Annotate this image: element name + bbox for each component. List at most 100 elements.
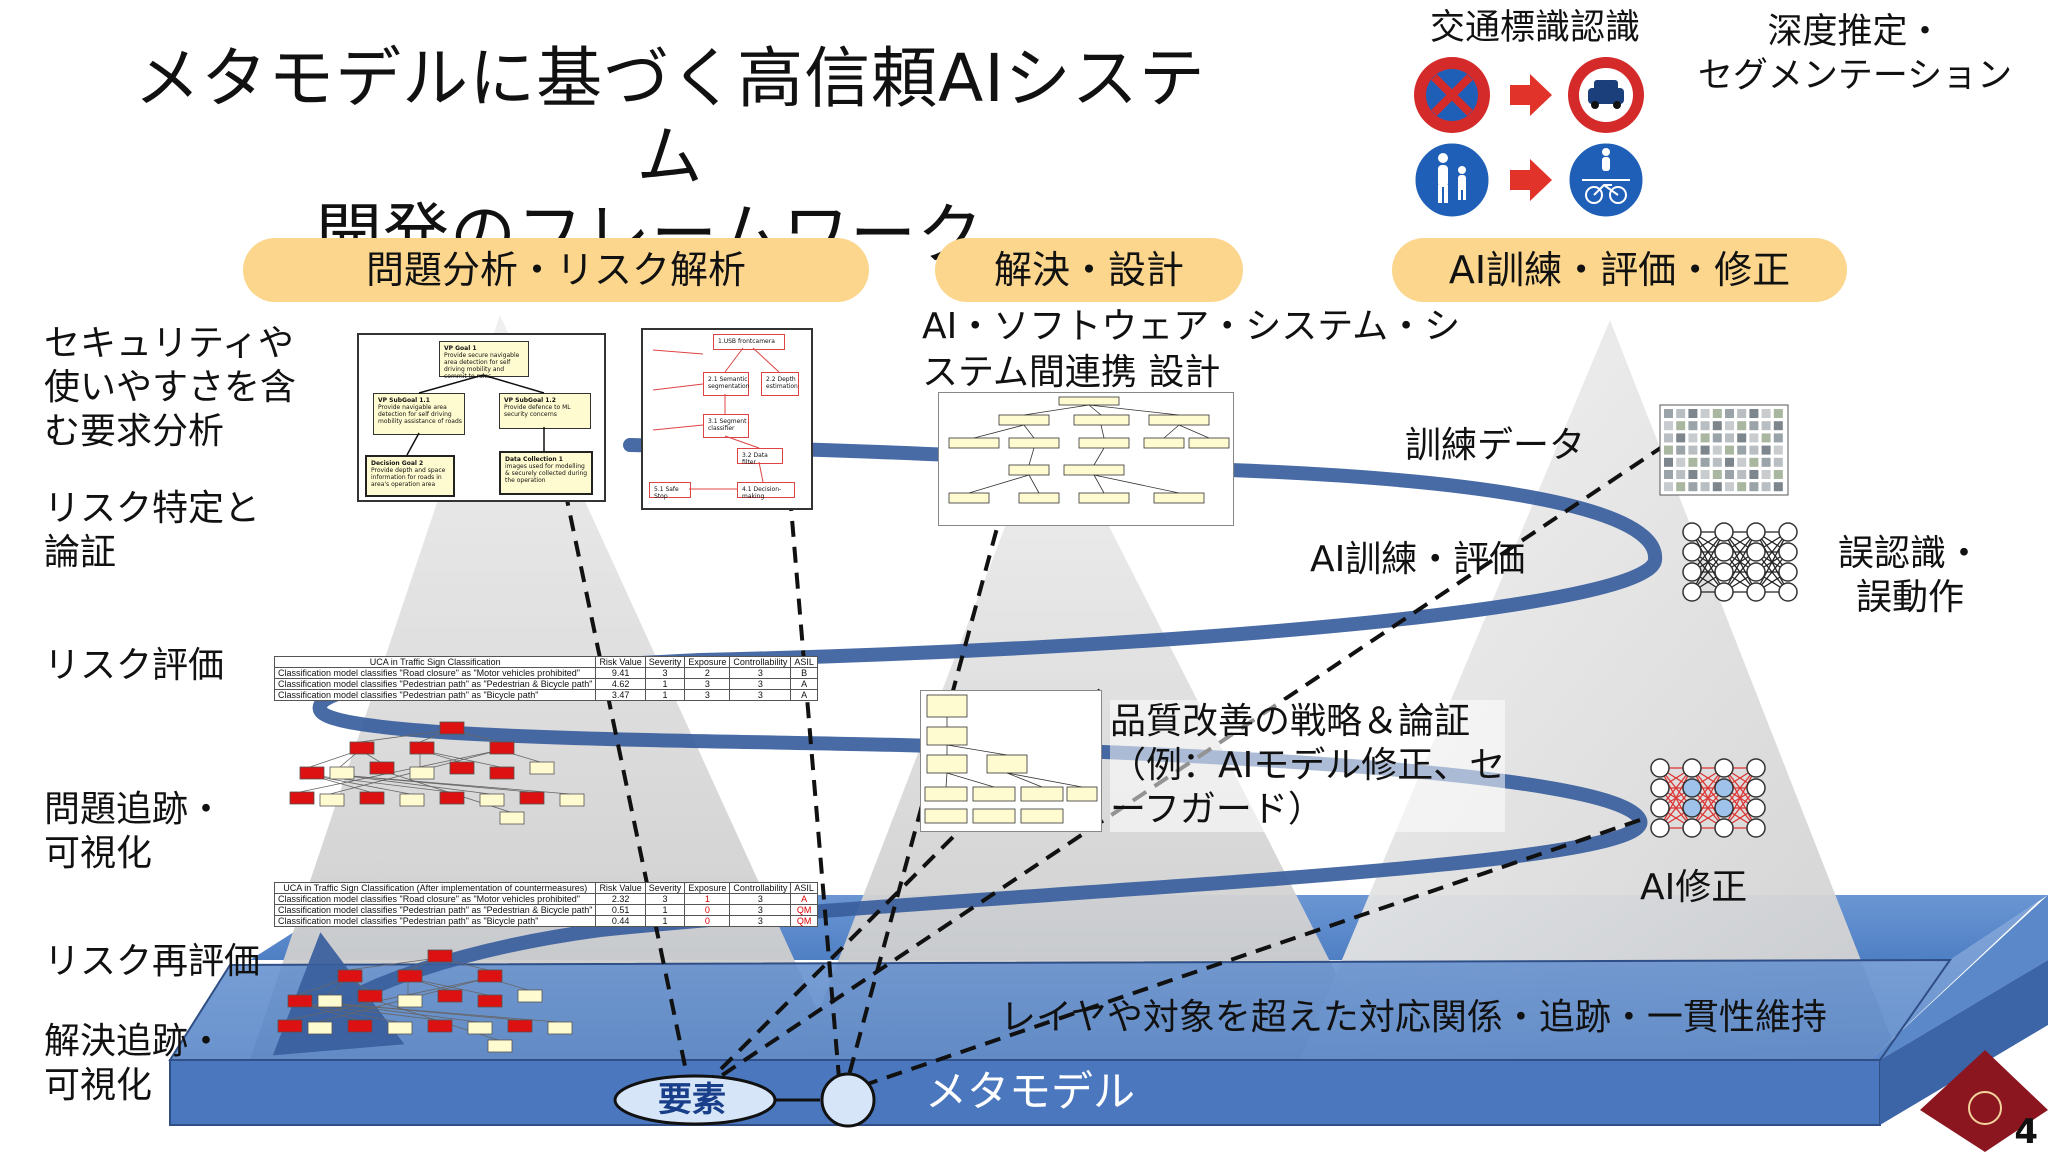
fault-tree-diagram: [277, 949, 573, 1053]
table-row: Classification model classifies "Pedestr…: [273, 915, 818, 927]
fault-tree-node: [387, 1021, 413, 1035]
training-image-thumb: [1725, 482, 1734, 492]
table-cell: Classification model classifies "Pedestr…: [273, 904, 597, 916]
table-cell: 2: [684, 667, 731, 679]
depth-segmentation-label: 深度推定・ セグメンテーション: [1697, 12, 2013, 96]
step-risk-evaluation: リスク評価: [44, 645, 225, 686]
training-image-thumb: [1749, 421, 1759, 431]
table-cell: 3.47: [595, 689, 646, 701]
table-cell: Classification model classifies "Road cl…: [273, 893, 597, 905]
training-image-thumb: [1700, 457, 1710, 467]
training-image-thumb: [1773, 433, 1783, 443]
table-row: Classification model classifies "Pedestr…: [273, 904, 818, 916]
training-image-thumb: [1700, 421, 1710, 431]
training-image-thumb: [1725, 457, 1734, 467]
training-image-thumb: [1749, 445, 1759, 455]
fault-tree-node: [329, 766, 355, 780]
table-header-cell: Controllability: [729, 656, 792, 668]
table-cell: 3: [644, 667, 686, 679]
training-image-thumb: [1688, 445, 1698, 455]
table-cell: 1: [644, 904, 686, 916]
table-cell: 0: [684, 904, 731, 916]
red-arrow-icon: [1510, 74, 1552, 116]
neural-network-icon: [1650, 758, 1766, 838]
training-image-thumb: [1773, 482, 1783, 492]
training-image-thumb: [1749, 470, 1759, 479]
fault-tree-node: [517, 989, 543, 1003]
table-cell: A: [790, 893, 818, 905]
table-header-cell: Exposure: [684, 882, 731, 894]
table-cell: 1: [644, 689, 686, 701]
training-image-thumb: [1712, 482, 1722, 492]
risk-reevaluation-table: UCA in Traffic Sign Classification (Afte…: [273, 882, 818, 927]
training-image-thumb: [1773, 445, 1783, 455]
misrecognition-label: 誤認識・ 誤動作: [1838, 533, 1983, 618]
table-header-cell: UCA in Traffic Sign Classification (Afte…: [273, 882, 597, 894]
table-cell: 3: [684, 689, 731, 701]
nn-node: [1746, 582, 1766, 602]
fault-tree-node: [349, 741, 375, 755]
training-image-thumb: [1737, 457, 1747, 467]
training-image-thumb: [1761, 409, 1771, 418]
training-image-thumb: [1664, 482, 1673, 492]
training-image-thumb: [1700, 433, 1710, 443]
step-requirements: セキュリティや 使いやすさを含 む要求分析: [44, 323, 297, 452]
training-image-thumb: [1664, 421, 1673, 431]
table-cell: 3: [729, 678, 792, 690]
training-image-thumb: [1664, 457, 1673, 467]
table-cell: 3: [729, 893, 792, 905]
training-image-thumb: [1749, 457, 1759, 467]
nn-node: [1682, 562, 1702, 582]
nn-node: [1714, 582, 1734, 602]
training-image-thumb: [1700, 470, 1710, 479]
table-row: Classification model classifies "Road cl…: [273, 667, 818, 679]
training-image-thumb: [1712, 433, 1722, 443]
fault-tree-node: [319, 793, 345, 807]
nn-node: [1682, 818, 1702, 838]
training-image-thumb: [1737, 470, 1747, 479]
table-header-cell: UCA in Traffic Sign Classification: [273, 656, 597, 668]
fault-tree-node: [477, 969, 503, 983]
arch-data-filter: 3.2 Data filter: [737, 448, 783, 466]
training-image-thumb: [1737, 421, 1747, 431]
table-header-cell: Severity: [644, 656, 686, 668]
training-image-thumb: [1688, 482, 1698, 492]
fault-tree-diagram: [289, 721, 585, 825]
nn-node: [1714, 818, 1734, 838]
table-cell: QM: [790, 915, 818, 927]
training-image-thumb: [1737, 409, 1747, 418]
nn-node: [1714, 542, 1734, 562]
nn-node: [1746, 818, 1766, 838]
training-image-thumb: [1749, 409, 1759, 418]
training-image-thumb: [1676, 482, 1686, 492]
fault-tree-node: [427, 1019, 453, 1033]
table-cell: 0: [684, 915, 731, 927]
table-header-cell: Controllability: [729, 882, 792, 894]
training-image-thumb: [1773, 470, 1783, 479]
fault-tree-node: [499, 811, 525, 825]
element-label: 要素: [658, 1080, 726, 1120]
table-row: Classification model classifies "Pedestr…: [273, 689, 818, 701]
table-header-row: UCA in Traffic Sign Classification (Afte…: [273, 882, 818, 894]
table-cell: 2.32: [595, 893, 646, 905]
nn-node: [1714, 758, 1734, 778]
training-image-thumb: [1712, 421, 1722, 431]
fault-tree-node: [437, 989, 463, 1003]
nn-node: [1650, 798, 1670, 818]
step-issue-tracking: 問題追跡・ 可視化: [44, 789, 225, 874]
fault-tree-node: [369, 761, 395, 775]
training-image-thumb: [1761, 457, 1771, 467]
design-caption: AI・ソフトウェア・システム・シ ステム間連携 設計: [922, 306, 1461, 393]
fault-tree-node: [477, 994, 503, 1008]
table-header-cell: Exposure: [684, 656, 731, 668]
trace-consistency-label: レイヤや対象を超えた対応関係・追跡・一貫性維持: [1000, 997, 1827, 1038]
nn-node: [1650, 778, 1670, 798]
table-header-cell: Risk Value: [595, 656, 646, 668]
table-cell: QM: [790, 904, 818, 916]
nn-node: [1714, 562, 1734, 582]
training-image-thumb: [1761, 433, 1771, 443]
ai-train-eval-label: AI訓練・評価: [1310, 539, 1526, 580]
